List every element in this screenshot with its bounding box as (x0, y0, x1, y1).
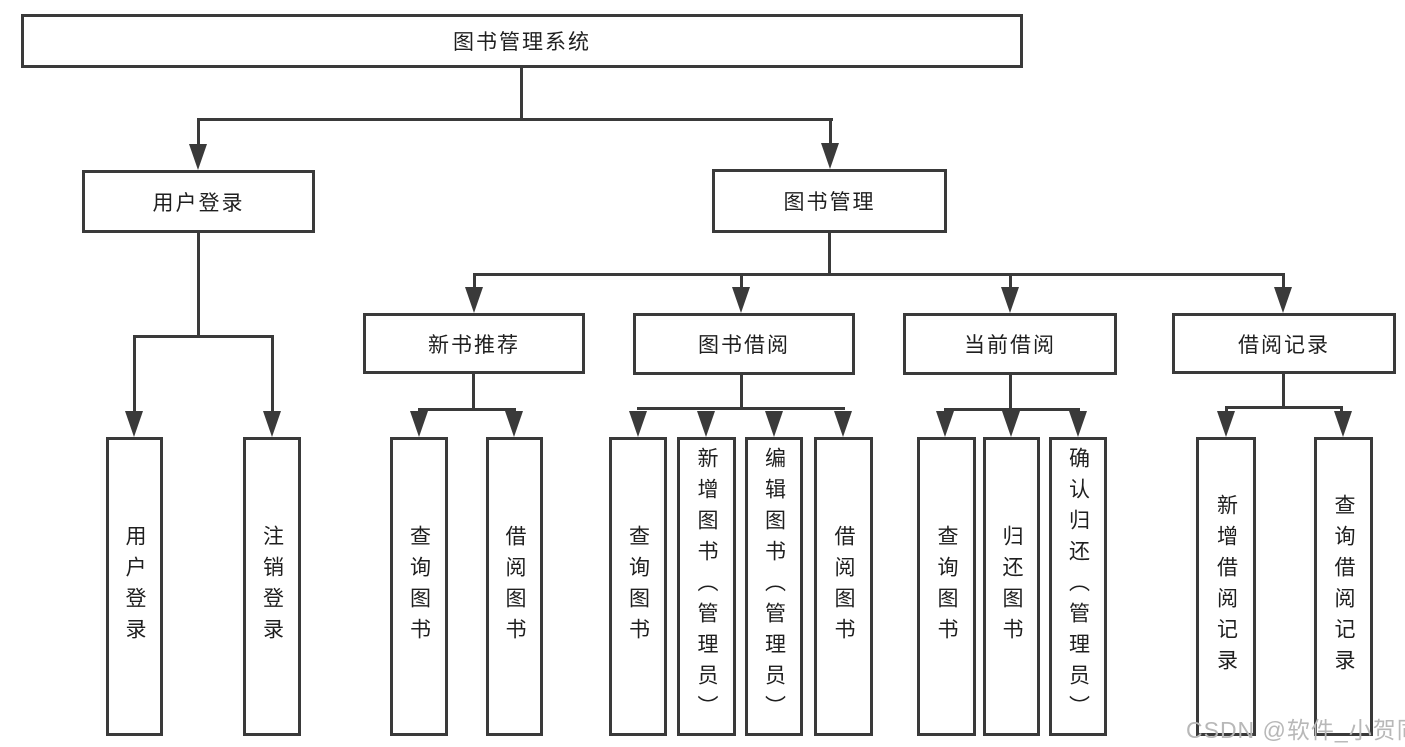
leaf-label: 查询图书 (626, 524, 650, 649)
leaf-logout: 注销登录 (243, 437, 301, 736)
leaf-borrowing-add-admin: 新增图书（管理员） (677, 437, 736, 736)
arrowhead-user-login (189, 144, 207, 170)
node-label: 图书管理 (783, 191, 876, 214)
leaf-label: 借阅图书 (832, 524, 855, 649)
leaf-borrowing-borrow: 借阅图书 (814, 437, 873, 736)
leaf-label: 注销登录 (260, 524, 284, 649)
arrowhead-cb-confirm (1069, 411, 1087, 437)
connector-root-drop (520, 68, 523, 118)
connector-stem-rec-add (1225, 406, 1228, 413)
connector-stem-leaf-logout (271, 335, 274, 411)
node-user-login: 用户登录 (82, 170, 315, 233)
node-label: 借阅记录 (1238, 333, 1330, 357)
arrowhead-new-books (465, 287, 483, 313)
node-label: 图书借阅 (698, 334, 790, 357)
arrowhead-cb-query (936, 411, 954, 437)
connector-stem-user-login (197, 118, 200, 146)
leaf-records-add: 新增借阅记录 (1196, 437, 1256, 736)
leaf-label: 归还图书 (1000, 524, 1023, 649)
connector-current-drop (1009, 375, 1012, 408)
leaf-label: 新增图书（管理员） (695, 447, 718, 726)
connector-records-horizontal (1225, 406, 1343, 409)
connector-borrowing-drop (740, 375, 743, 407)
connector-stem-book-mgmt (829, 118, 832, 145)
connector-borrowing-horizontal (637, 407, 845, 410)
leaf-borrowing-query: 查询图书 (609, 437, 667, 736)
connector-stem-records (1282, 273, 1285, 289)
leaf-newbooks-borrow: 借阅图书 (486, 437, 543, 736)
leaf-user-login: 用户登录 (106, 437, 163, 736)
connector-newbooks-horizontal (418, 408, 516, 411)
connector-records-drop (1282, 374, 1285, 406)
leaf-label: 查询图书 (935, 524, 958, 649)
arrowhead-records (1274, 287, 1292, 313)
node-new-books: 新书推荐 (363, 313, 585, 374)
arrowhead-leaf-login (125, 411, 143, 437)
connector-userlogin-horizontal (133, 335, 274, 338)
leaf-label: 编辑图书（管理员） (762, 447, 786, 726)
arrowhead-book-mgmt (821, 143, 839, 169)
leaf-current-return: 归还图书 (983, 437, 1040, 736)
leaf-label: 查询借阅记录 (1332, 493, 1355, 680)
connector-level3-horizontal (473, 273, 1285, 276)
arrowhead-bb-query (629, 411, 647, 437)
arrowhead-current (1001, 287, 1019, 313)
arrowhead-bb-add (697, 411, 715, 437)
leaf-label: 借阅图书 (503, 524, 526, 649)
leaf-label: 用户登录 (123, 524, 146, 649)
connector-current-horizontal (944, 408, 1080, 411)
arrowhead-borrowing (732, 287, 750, 313)
connector-stem-current (1009, 273, 1012, 289)
leaf-borrowing-edit-admin: 编辑图书（管理员） (745, 437, 803, 736)
leaf-newbooks-query: 查询图书 (390, 437, 448, 736)
node-book-mgmt: 图书管理 (712, 169, 947, 233)
leaf-records-query: 查询借阅记录 (1314, 437, 1373, 736)
connector-stem-borrowing (740, 273, 743, 289)
node-label: 用户登录 (152, 191, 245, 215)
connector-stem-new-books (473, 273, 476, 289)
arrowhead-rec-add (1217, 411, 1235, 437)
connector-stem-leaf-login (133, 335, 136, 411)
node-borrow-records: 借阅记录 (1172, 313, 1396, 374)
leaf-current-query: 查询图书 (917, 437, 976, 736)
arrowhead-nb-query (410, 411, 428, 437)
leaf-current-confirm-admin: 确认归还（管理员） (1049, 437, 1107, 736)
node-label: 新书推荐 (428, 333, 520, 357)
node-borrowing: 图书借阅 (633, 313, 855, 375)
connector-stem-rec-query (1340, 406, 1343, 413)
arrowhead-bb-borrow (834, 411, 852, 437)
node-root-library-system: 图书管理系统 (21, 14, 1023, 68)
connector-userlogin-drop (197, 233, 200, 335)
leaf-label: 查询图书 (407, 524, 431, 649)
node-current-borrow: 当前借阅 (903, 313, 1117, 375)
arrowhead-leaf-logout (263, 411, 281, 437)
leaf-label: 确认归还（管理员） (1066, 447, 1090, 726)
node-label: 图书管理系统 (453, 31, 591, 54)
csdn-watermark: CSDN @软件_小贺同学 (1186, 717, 1405, 743)
connector-bookmgmt-drop (828, 233, 831, 273)
arrowhead-nb-borrow (505, 411, 523, 437)
node-label: 当前借阅 (964, 334, 1056, 357)
arrowhead-cb-return (1002, 411, 1020, 437)
connector-newbooks-drop (472, 374, 475, 408)
leaf-label: 新增借阅记录 (1214, 493, 1238, 680)
connector-root-horizontal (197, 118, 833, 121)
arrowhead-rec-query (1334, 411, 1352, 437)
arrowhead-bb-edit (765, 411, 783, 437)
